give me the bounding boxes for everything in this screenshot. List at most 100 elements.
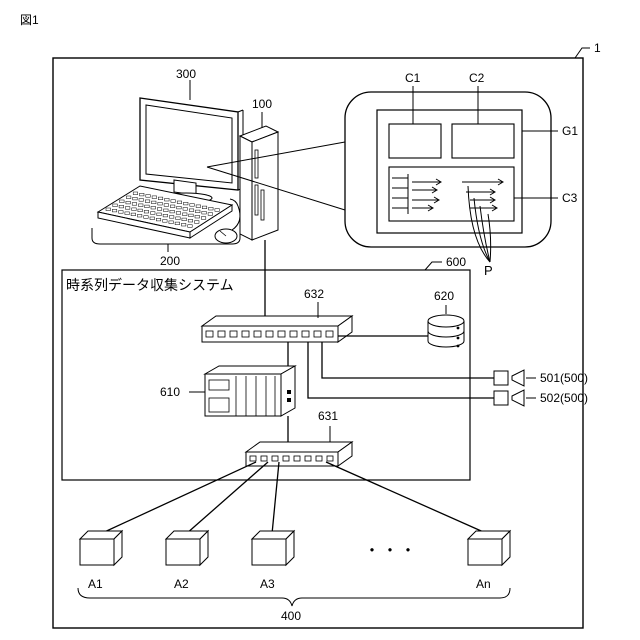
keyboard-key <box>215 209 220 212</box>
keyboard-key <box>195 215 200 218</box>
system-title: 時系列データ収集システム <box>66 277 234 293</box>
ref-label-switch-upper: 632 <box>304 287 324 301</box>
keyboard-key <box>164 209 169 212</box>
device-label-an: An <box>476 577 491 591</box>
device-label-a2: A2 <box>174 577 189 591</box>
keyboard-key <box>196 205 201 208</box>
device-an <box>468 531 510 565</box>
screen-c2 <box>452 124 514 158</box>
keyboard-key <box>126 196 130 199</box>
keyboard-key <box>182 218 187 221</box>
keyboard-key <box>139 204 144 207</box>
keyboard-key <box>188 225 193 228</box>
keyboard-key <box>209 207 214 210</box>
keyboard-key <box>164 204 169 207</box>
devices-ellipsis: ・・・ <box>364 543 418 560</box>
switch-port <box>302 331 309 337</box>
keyboard-key <box>138 209 143 212</box>
switch-port <box>283 456 289 461</box>
ref-label-keyboard: 200 <box>160 254 180 268</box>
keyboard-key <box>133 197 138 200</box>
switch-port <box>254 331 261 337</box>
ref-label-storage: 620 <box>434 289 454 303</box>
keyboard-key <box>150 217 155 220</box>
screen-c3-label: C3 <box>562 191 578 205</box>
keyboard-key <box>106 208 111 211</box>
keyboard-key <box>145 200 150 203</box>
keyboard-key <box>208 213 213 216</box>
ref-label-overall: 1 <box>594 41 601 55</box>
keyboard-key <box>189 214 194 217</box>
switch-port <box>206 331 213 337</box>
plc-610 <box>205 366 295 416</box>
figure-label: 図1 <box>20 13 39 27</box>
switch-port <box>316 456 322 461</box>
keyboard-key <box>195 221 200 224</box>
switch-port <box>218 331 225 337</box>
device-label-a1: A1 <box>88 577 103 591</box>
keyboard-key <box>144 216 149 219</box>
keyboard-key <box>163 220 168 223</box>
keyboard-key <box>158 202 163 205</box>
keyboard-key <box>125 207 129 210</box>
keyboard-key <box>146 195 151 198</box>
keyboard-key <box>151 212 156 215</box>
camera-501 <box>494 370 524 386</box>
keyboard-key <box>170 205 175 208</box>
keyboard-key <box>163 214 168 217</box>
storage-620 <box>428 315 464 347</box>
ref-label-system: 600 <box>446 255 466 269</box>
keyboard-key <box>152 196 157 199</box>
keyboard-key <box>175 222 180 225</box>
switch-port <box>290 331 297 337</box>
switch-631 <box>246 442 352 466</box>
keyboard-key <box>184 202 189 205</box>
ref-label-pc: 100 <box>252 97 272 111</box>
switch-port <box>250 456 256 461</box>
keyboard-key <box>181 223 186 226</box>
switch-port <box>242 331 249 337</box>
switch-632 <box>202 316 352 342</box>
switch-port <box>327 456 333 461</box>
switch-port <box>266 331 273 337</box>
keyboard-key <box>177 206 182 209</box>
keyboard-key <box>119 205 124 208</box>
keyboard-key <box>156 218 161 221</box>
camera-label-501: 501(500) <box>540 371 588 385</box>
keyboard-key <box>158 197 163 200</box>
keyboard-key <box>140 193 145 196</box>
switch-port <box>314 331 321 337</box>
ref-label-switch-lower: 631 <box>318 409 338 423</box>
keyboard <box>98 186 232 238</box>
keyboard-key <box>183 208 188 211</box>
keyboard-key <box>112 209 117 212</box>
device-label-a3: A3 <box>260 577 275 591</box>
switch-port <box>326 331 333 337</box>
keyboard-key <box>169 221 174 224</box>
ref-label-monitor: 300 <box>176 67 196 81</box>
keyboard-key <box>119 211 124 214</box>
keyboard-key <box>137 214 142 217</box>
keyboard-key <box>139 199 144 202</box>
keyboard-key <box>144 210 149 213</box>
switch-port <box>278 331 285 337</box>
keyboard-key <box>202 206 207 209</box>
keyboard-key <box>176 212 181 215</box>
keyboard-key <box>183 213 188 216</box>
keyboard-key <box>132 203 137 206</box>
leader-600 <box>425 262 442 270</box>
device-a2 <box>166 531 208 565</box>
camera-label-502: 502(500) <box>540 391 588 405</box>
keyboard-key <box>176 217 181 220</box>
device-a3 <box>252 531 294 565</box>
camera-502 <box>494 390 524 406</box>
screen-c2-label: C2 <box>469 71 485 85</box>
switch-port <box>305 456 311 461</box>
switch-port <box>272 456 278 461</box>
switch-port <box>230 331 237 337</box>
keyboard-key <box>145 205 150 208</box>
device-a1 <box>80 531 122 565</box>
marker-p-label: P <box>484 263 493 278</box>
ref-leader-1 <box>575 48 590 58</box>
